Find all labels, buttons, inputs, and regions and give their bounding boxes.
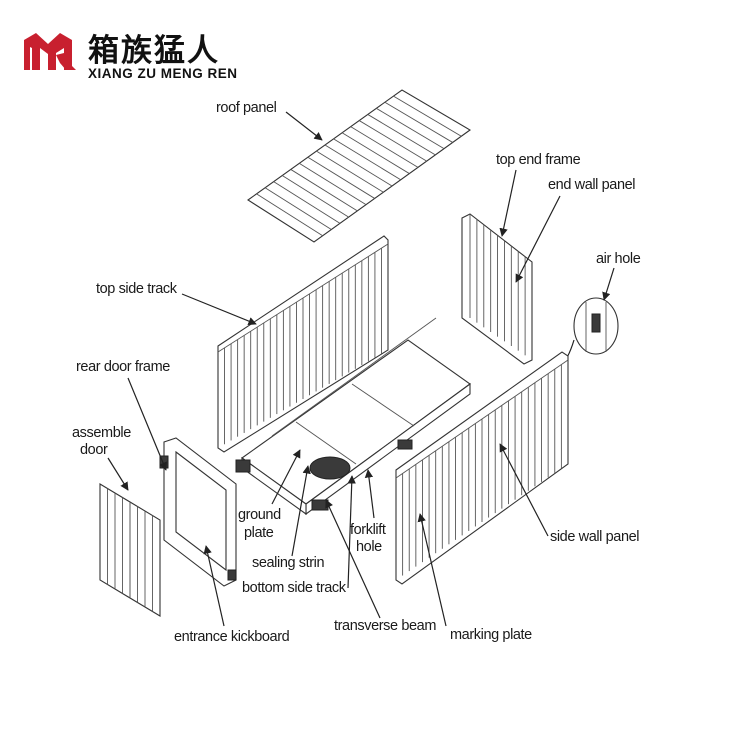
label-assemble-door-line2: door: [80, 442, 108, 458]
label-bottom-side-track: bottom side track: [242, 580, 347, 596]
roof-panel-drawing: [247, 89, 472, 243]
brand-logo: 箱族猛人 XIANG ZU MENG REN: [24, 33, 238, 81]
label-roof-panel: roof panel: [216, 100, 277, 116]
label-end-wall-panel: end wall panel: [548, 177, 635, 193]
label-top-end-frame: top end frame: [496, 152, 581, 168]
part-labels: roof panel top end frame end wall panel …: [72, 100, 641, 645]
label-transverse-beam: transverse beam: [334, 618, 436, 634]
label-sealing-strin: sealing strin: [252, 555, 325, 571]
air-hole-detail: [559, 297, 619, 367]
front-side-wall-drawing: [395, 351, 569, 585]
brand-mark-icon: [24, 33, 76, 70]
back-side-wall-drawing: [217, 235, 389, 453]
brand-name-cn: 箱族猛人: [88, 33, 220, 69]
label-ground-plate-line2: plate: [244, 525, 274, 541]
rear-door-frame-drawing: [159, 437, 237, 587]
label-assemble-door-line1: assemble: [72, 425, 131, 441]
label-entrance-kickboard: entrance kickboard: [174, 629, 290, 645]
leader-lines: [107, 111, 615, 627]
label-marking-plate: marking plate: [450, 627, 532, 643]
label-forklift-hole-line1: forklift: [350, 522, 386, 538]
brand-name-en: XIANG ZU MENG REN: [88, 66, 238, 81]
floor-chassis-drawing: [235, 317, 471, 516]
label-top-side-track: top side track: [96, 281, 178, 297]
label-side-wall-panel: side wall panel: [550, 529, 639, 545]
label-rear-door-frame: rear door frame: [76, 359, 170, 375]
label-air-hole: air hole: [596, 251, 641, 267]
label-forklift-hole-line2: hole: [356, 539, 382, 555]
end-wall-panel-drawing: [461, 213, 533, 365]
label-ground-plate-line1: ground: [238, 507, 281, 523]
assemble-door-drawing: [99, 483, 161, 617]
